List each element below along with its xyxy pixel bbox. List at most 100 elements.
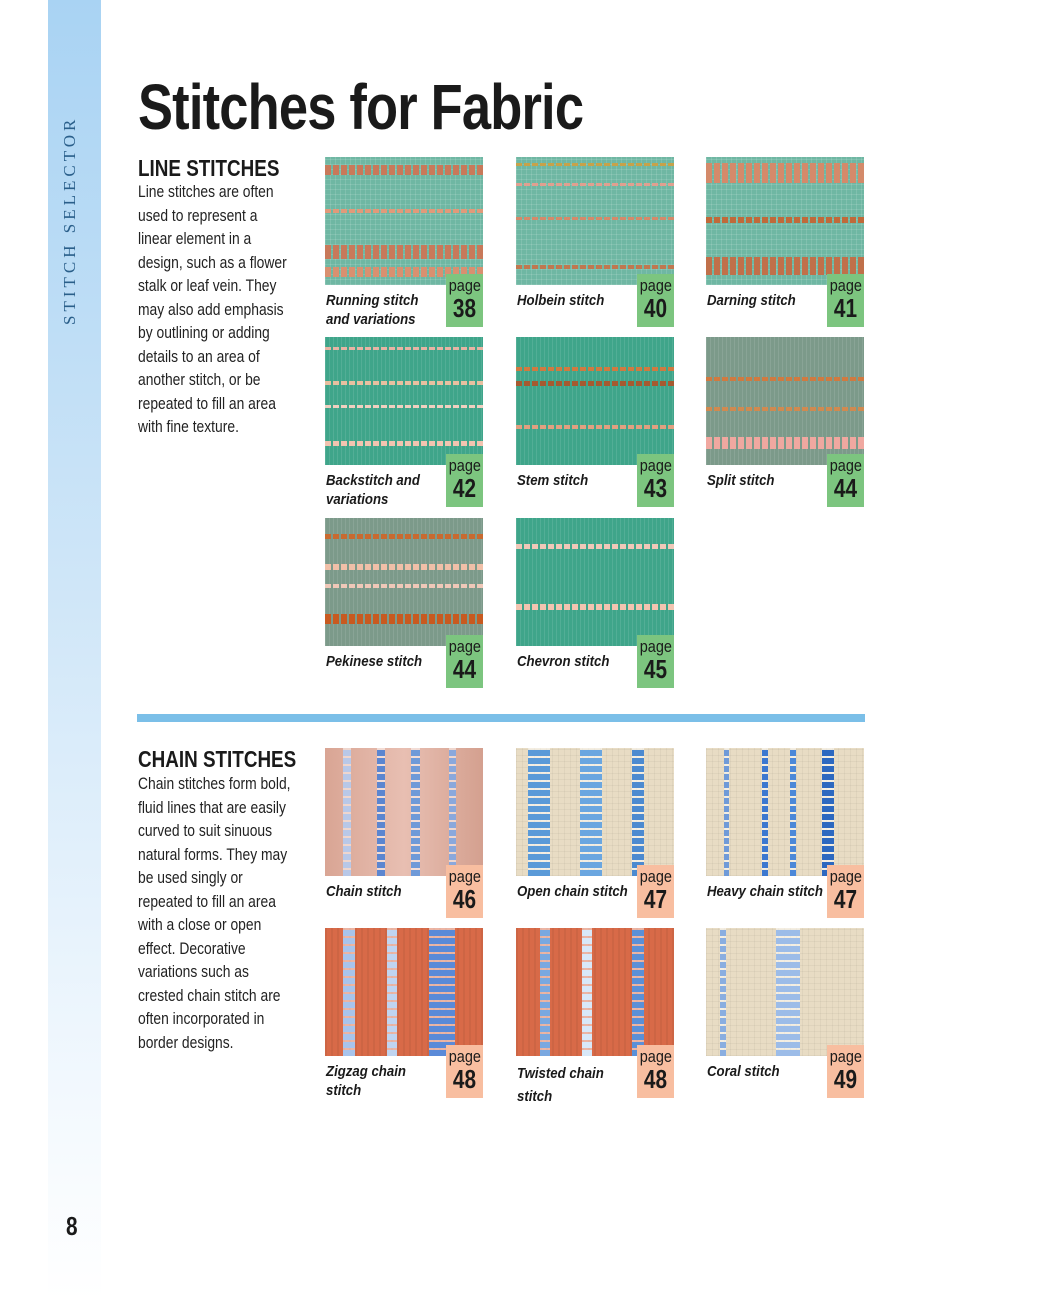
thread-stripe — [762, 748, 768, 876]
stitch-sample-image — [706, 748, 864, 876]
thread-stripe — [776, 928, 800, 1056]
page-label: page — [829, 867, 862, 886]
stitch-sample-image — [516, 748, 674, 876]
line-stitches-text: Line stitches are often used to represen… — [138, 183, 287, 436]
thread-stripe — [325, 405, 483, 408]
thread-stripe — [325, 267, 483, 277]
thread-stripe — [325, 584, 483, 588]
thread-stripe — [720, 928, 726, 1056]
section-divider — [137, 714, 865, 722]
thread-stripe — [516, 604, 674, 610]
page-reference-number: 40 — [643, 293, 668, 323]
thread-stripe — [632, 928, 644, 1056]
thread-stripe — [516, 163, 674, 166]
stitch-name: Stem stitch — [517, 472, 589, 489]
page-label: page — [448, 456, 481, 475]
thread-stripe — [706, 217, 864, 223]
thread-stripe — [540, 928, 550, 1056]
page-reference-number: 47 — [833, 884, 858, 914]
stitch-name: Darning stitch — [707, 292, 796, 309]
line-stitches-heading: LINE STITCHES — [138, 155, 280, 181]
page-label: page — [448, 637, 481, 656]
stitch-name: Open chain stitch — [517, 883, 628, 900]
page-label: page — [448, 867, 481, 886]
page-reference-number: 42 — [452, 473, 477, 503]
thread-stripe — [377, 748, 385, 876]
stitch-sample-image — [325, 518, 483, 646]
page-reference-number: 46 — [452, 884, 477, 914]
stitch-sample-image — [516, 157, 674, 285]
page-reference-number: 44 — [452, 654, 477, 684]
stitch-name: Holbein stitch — [517, 292, 605, 309]
page-reference-number: 43 — [643, 473, 668, 503]
stitch-name: Zigzag chain stitch — [326, 1063, 406, 1099]
thread-stripe — [325, 564, 483, 570]
thread-stripe — [528, 748, 550, 876]
page-reference-number: 47 — [643, 884, 668, 914]
page-reference-number: 45 — [643, 654, 668, 684]
sidebar-band — [48, 0, 101, 1300]
page-reference-number: 49 — [833, 1064, 858, 1094]
thread-stripe — [449, 748, 456, 876]
thread-stripe — [706, 437, 864, 449]
thread-stripe — [325, 245, 483, 259]
page-reference-number: 44 — [833, 473, 858, 503]
page-label: page — [448, 276, 481, 295]
thread-stripe — [325, 209, 483, 213]
thread-stripe — [790, 748, 796, 876]
stitch-name: Coral stitch — [707, 1063, 780, 1080]
page-label: page — [829, 276, 862, 295]
thread-stripe — [516, 367, 674, 371]
page-label: page — [639, 637, 672, 656]
stitch-name: Split stitch — [707, 472, 775, 489]
thread-stripe — [516, 217, 674, 220]
page-label: page — [829, 456, 862, 475]
stitch-sample-image — [516, 337, 674, 465]
thread-stripe — [411, 748, 420, 876]
page-label: page — [448, 1047, 481, 1066]
stitch-sample-image — [325, 337, 483, 465]
thread-stripe — [325, 347, 483, 350]
page-reference-number: 38 — [452, 293, 477, 323]
page-reference-number: 48 — [452, 1064, 477, 1094]
stitch-sample-image — [325, 157, 483, 285]
thread-stripe — [516, 183, 674, 186]
thread-stripe — [343, 928, 355, 1056]
thread-stripe — [822, 748, 834, 876]
thread-stripe — [706, 257, 864, 275]
thread-stripe — [429, 928, 455, 1056]
stitch-sample-image — [706, 928, 864, 1056]
chain-stitches-heading: CHAIN STITCHES — [138, 746, 297, 772]
thread-stripe — [325, 381, 483, 385]
stitch-name: Running stitch and variations — [326, 292, 419, 328]
thread-stripe — [325, 165, 483, 175]
